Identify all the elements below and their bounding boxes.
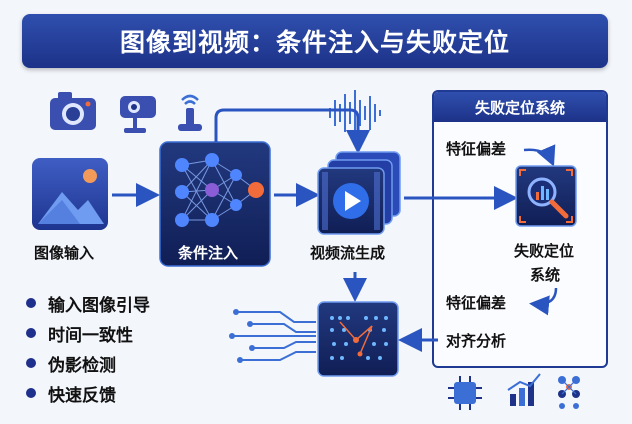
arrow-condition-loop <box>214 108 370 154</box>
analysis-board <box>317 301 399 377</box>
bullet-dot <box>26 298 36 308</box>
label-locate-line2: 系统 <box>530 266 561 284</box>
list-item: 时间一致性 <box>26 318 150 348</box>
panel-title: 失败定位系统 <box>434 92 606 122</box>
label-condition-injection: 条件注入 <box>178 244 239 262</box>
arrow-bias-to-locate <box>523 144 556 167</box>
arrow-locate-to-bias <box>529 287 558 316</box>
page-title: 图像到视频：条件注入与失败定位 <box>119 28 510 57</box>
chip-icon <box>448 376 482 410</box>
list-item: 伪影检测 <box>26 348 150 378</box>
bullet-dot <box>26 358 36 368</box>
camera-icon <box>50 92 96 130</box>
image-input-card <box>32 158 108 230</box>
bullet-dot <box>26 328 36 338</box>
network-icon <box>558 376 580 409</box>
label-image-input: 图像输入 <box>34 244 95 262</box>
label-video-stream: 视频流生成 <box>310 244 386 262</box>
video-stream-card <box>317 151 401 235</box>
feature-list: 输入图像引导 时间一致性 伪影检测 快速反馈 <box>26 288 150 408</box>
list-item: 输入图像引导 <box>26 288 150 318</box>
label-align-analysis: 对齐分析 <box>446 332 507 350</box>
bar-chart-icon <box>507 373 541 406</box>
label-feature-bias-top: 特征偏差 <box>446 140 507 158</box>
wifi-device-icon <box>178 94 202 131</box>
list-item: 快速反馈 <box>26 378 150 408</box>
circuit-lines <box>232 311 316 361</box>
label-locate-line1: 失败定位 <box>514 242 575 260</box>
magnifier-card <box>515 165 577 227</box>
condition-injection-card <box>159 141 271 267</box>
webcam-icon <box>120 96 156 133</box>
circuit-nodes <box>229 309 255 363</box>
bullet-dot <box>26 388 36 398</box>
failure-locate-panel: 失败定位系统 <box>432 90 608 368</box>
title-bar: 图像到视频：条件注入与失败定位 <box>22 14 608 68</box>
label-feature-bias-bottom: 特征偏差 <box>446 294 507 312</box>
